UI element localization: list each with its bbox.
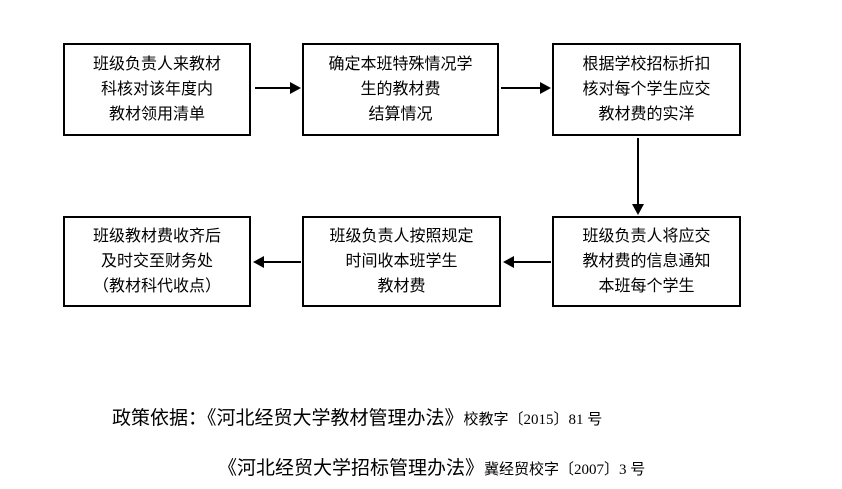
flow-box-line: （教材科代收点） (92, 278, 221, 295)
policy-prefix: 政策依据： (112, 408, 208, 429)
flow-box-line: 科核对该年度内 (100, 81, 213, 98)
flow-box-line: 本班每个学生 (598, 278, 695, 295)
arrow-shaft (501, 87, 541, 89)
flow-box-special-cases: 确定本班特殊情况学 生的教材费 结算情况 (302, 43, 499, 136)
flow-box-line: 教材费的实洋 (598, 106, 695, 123)
arrow-head (290, 82, 301, 94)
arrow-head (632, 204, 644, 215)
policy-document-number: 校教字〔2015〕81 号 (463, 412, 603, 428)
flow-box-line: 教材领用清单 (108, 106, 205, 123)
policy-basis-line-2: 《河北经贸大学招标管理办法》冀经贸校字〔2007〕3 号 (218, 453, 645, 480)
flow-box-line: 核对每个学生应交 (582, 81, 711, 98)
arrow-left-icon (253, 256, 301, 268)
policy-document-title: 《河北经贸大学教材管理办法》 (207, 408, 464, 429)
flow-box-notify-students: 班级负责人将应交 教材费的信息通知 本班每个学生 (552, 216, 741, 307)
arrow-right-icon (501, 82, 551, 94)
flow-box-line: 根据学校招标折扣 (582, 56, 711, 73)
flow-box-line: 班级负责人按照规定 (329, 228, 474, 245)
arrow-left-icon (503, 256, 551, 268)
flow-box-verify-fee: 根据学校招标折扣 核对每个学生应交 教材费的实洋 (552, 43, 741, 136)
flow-box-line: 教材费 (377, 278, 426, 295)
flow-box-check-booklist: 班级负责人来教材 科核对该年度内 教材领用清单 (63, 43, 251, 136)
flow-box-submit-finance: 班级教材费收齐后 及时交至财务处 （教材科代收点） (63, 216, 251, 307)
arrow-head (540, 82, 551, 94)
flow-box-line: 生的教材费 (360, 81, 441, 98)
flow-box-line: 教材费的信息通知 (582, 253, 711, 270)
flow-box-line: 确定本班特殊情况学 (328, 56, 473, 73)
flow-box-line: 班级教材费收齐后 (92, 228, 221, 245)
arrow-down-icon (632, 138, 644, 215)
arrow-shaft (637, 138, 639, 205)
policy-document-title: 《河北经贸大学招标管理办法》 (218, 458, 485, 479)
arrow-right-icon (255, 82, 301, 94)
arrow-shaft (513, 261, 551, 263)
arrow-head (503, 256, 514, 268)
flow-box-line: 班级负责人将应交 (582, 228, 711, 245)
flow-box-line: 班级负责人来教材 (92, 56, 221, 73)
policy-basis-line-1: 政策依据：《河北经贸大学教材管理办法》校教字〔2015〕81 号 (112, 403, 602, 430)
flow-box-collect-fee: 班级负责人按照规定 时间收本班学生 教材费 (302, 216, 501, 307)
flow-box-line: 时间收本班学生 (345, 253, 458, 270)
arrow-shaft (255, 87, 291, 89)
flow-box-line: 结算情况 (368, 106, 433, 123)
flow-box-line: 及时交至财务处 (100, 253, 213, 270)
arrow-head (253, 256, 264, 268)
policy-document-number: 冀经贸校字〔2007〕3 号 (484, 462, 646, 478)
arrow-shaft (263, 261, 301, 263)
